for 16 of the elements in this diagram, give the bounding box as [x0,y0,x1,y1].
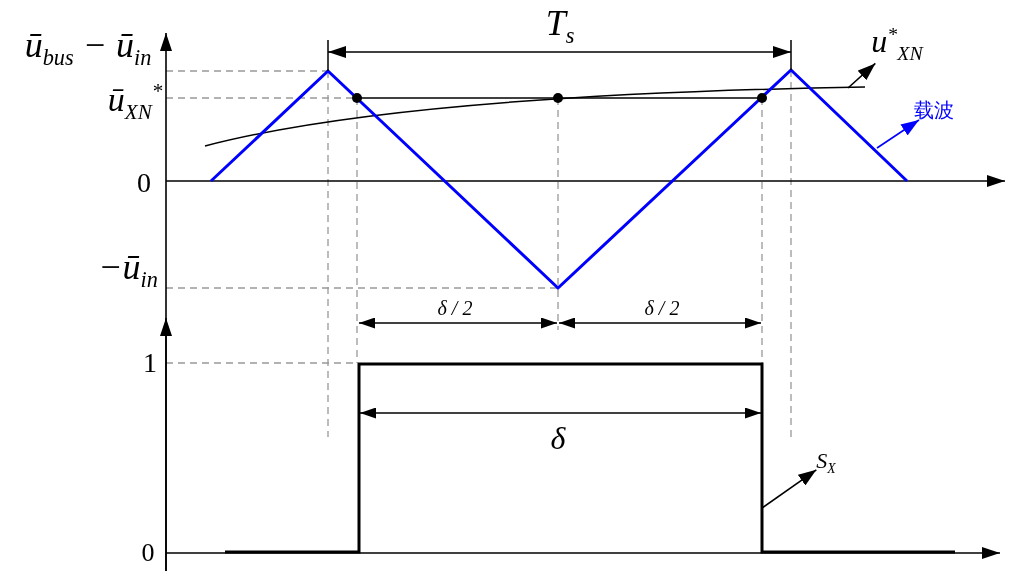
axis-label: 0 [137,169,151,197]
carrier-wave [209,67,909,291]
leader-arrow [847,62,877,89]
dimension-label: δ / 2 [644,298,680,318]
curve-label: 载波 [914,100,954,120]
axis-label: −ū$_{in}$ [98,248,158,292]
dimension-label: δ / 2 [437,298,473,318]
pulse-waveform [225,362,955,554]
leader-arrow [761,469,818,509]
axis-label: ū$_{bus}$ − ū$_{in}$ [24,26,152,70]
leader-arrow [876,119,920,149]
axis-label: 0 [141,540,155,566]
curve-label: S$_{X}$ [816,450,836,476]
dimension-label: δ [550,422,566,454]
dimension-label: T$_{s}$ [545,4,575,48]
axis-label: 1 [143,349,157,377]
